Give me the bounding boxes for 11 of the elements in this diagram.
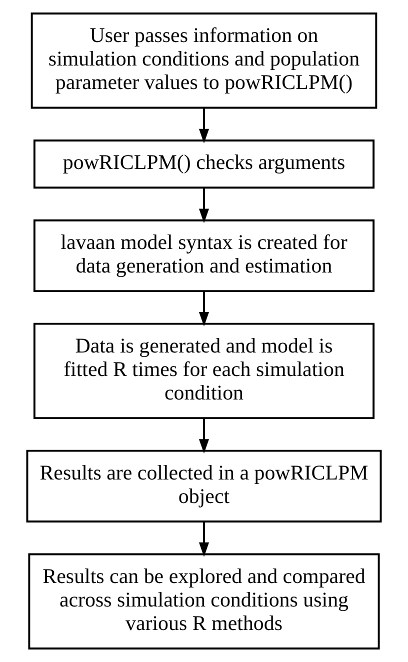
- node-box: Results are collected in a powRICLPM object: [26, 450, 382, 522]
- arrow: [198, 188, 210, 224]
- arrow: [198, 108, 210, 144]
- arrow: [198, 522, 210, 557]
- node-box: Results can be explored and compared across simulation conditions using various R methods: [28, 553, 380, 650]
- arrow: [198, 418, 210, 454]
- arrow: [198, 291, 210, 326]
- node-box: Data is generated and model is fitted R times for each simulation condition: [33, 322, 375, 420]
- node-box: powRICLPM() checks arguments: [33, 140, 375, 189]
- node-box: lavaan model syntax is created for data generation and estimation: [33, 219, 375, 292]
- node-box: User passes information on simulation conditions and population parameter values to powRICLPM(): [30, 12, 378, 109]
